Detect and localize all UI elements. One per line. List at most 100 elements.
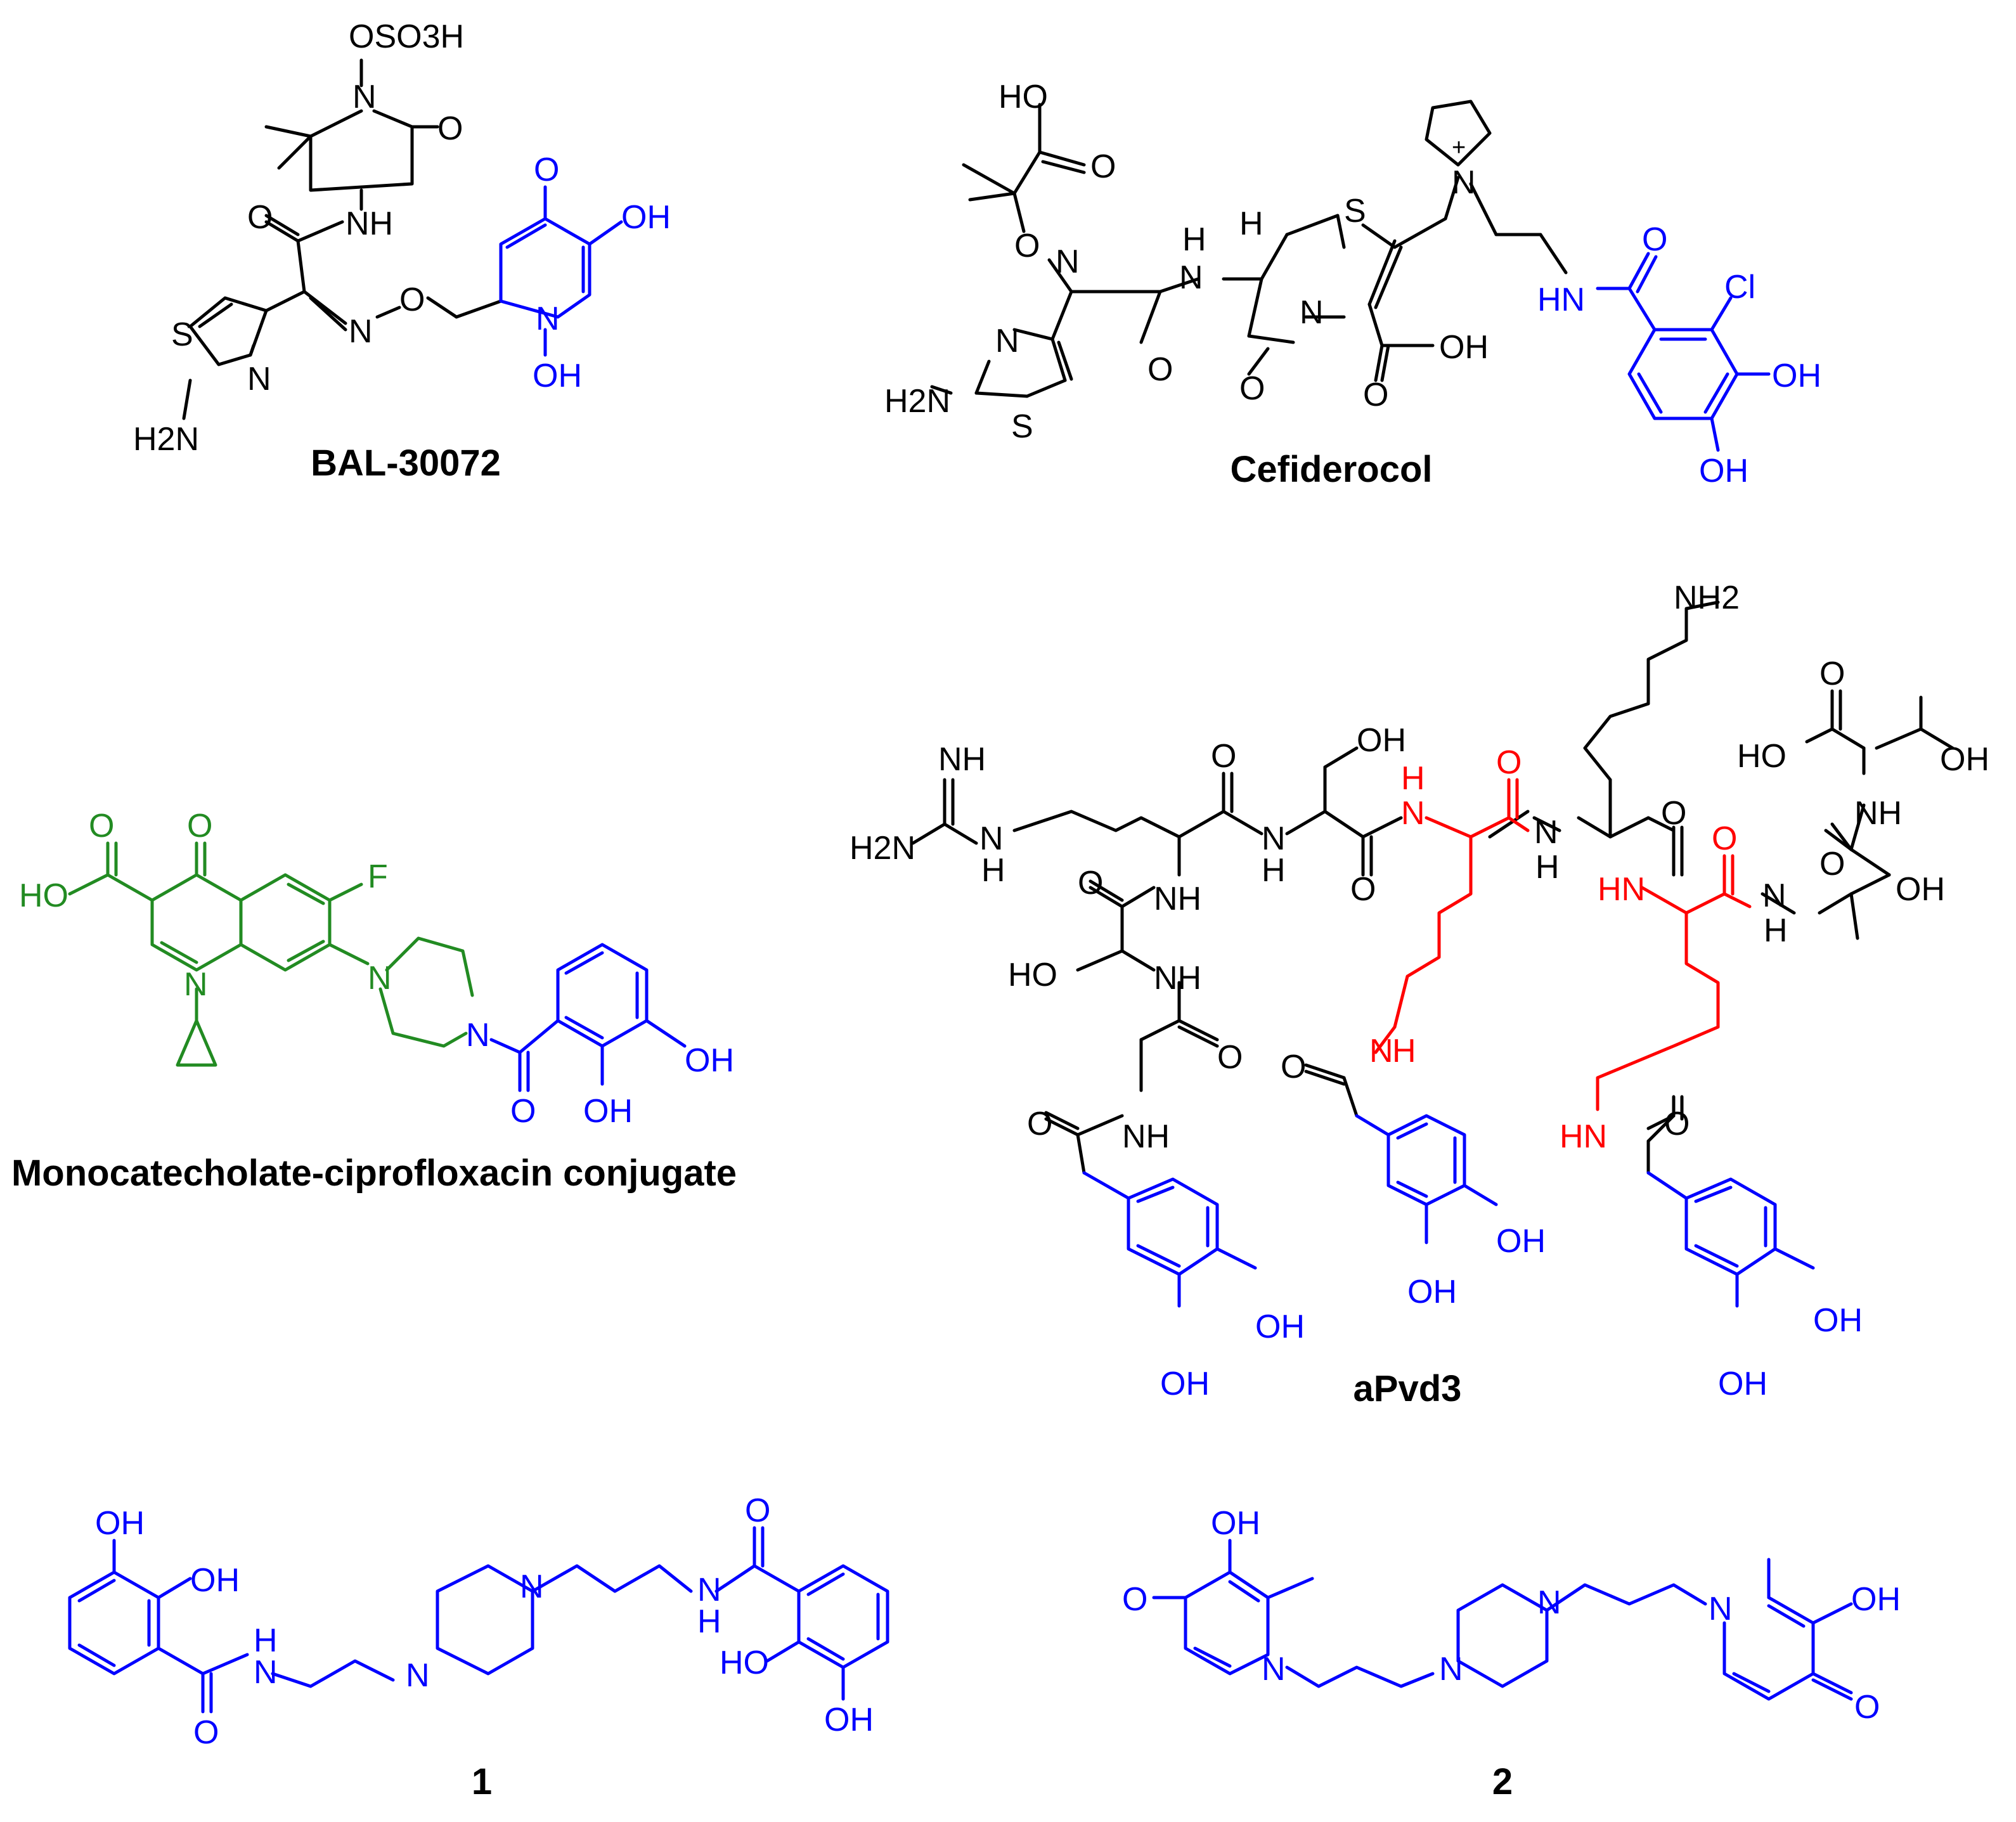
atom-label: N <box>254 1654 278 1691</box>
atom-label: H <box>1239 205 1263 242</box>
atom-label: H <box>1392 1033 1416 1069</box>
atom-label: N <box>1369 1033 1393 1069</box>
atom-label: N <box>697 1572 721 1608</box>
atom-label: NH <box>346 205 393 242</box>
atom-label: N <box>349 313 373 350</box>
compound-1-atoms: OH OH H N O N N N H O HO OH <box>95 1492 874 1751</box>
atom-label: NH <box>1154 881 1201 917</box>
atom-label: NH <box>1122 1118 1170 1155</box>
atom-label: N <box>352 79 377 115</box>
atom-label: H <box>1262 852 1286 889</box>
compound-1: OH OH H N O N N N H O HO OH 1 <box>68 1492 889 1802</box>
atom-label: N <box>1452 164 1476 201</box>
atom-label: N <box>1762 877 1787 914</box>
atom-label: O <box>399 281 425 318</box>
atom-label: H2N <box>850 830 915 867</box>
atom-label: N <box>1439 1651 1463 1688</box>
atom-label: O <box>1211 738 1236 775</box>
apvd3-atoms: NH2 NH H2N N H O OH N H O H N O N H O O … <box>850 579 1989 1402</box>
atom-label: OH <box>685 1042 734 1079</box>
atom-label: S <box>1011 408 1033 445</box>
compound-name: Monocatecholate-ciprofloxacin conjugate <box>11 1153 737 1194</box>
atom-label: O <box>1712 820 1737 857</box>
atom-label: O <box>1819 846 1845 882</box>
atom-label: N <box>466 1017 490 1054</box>
compound-name: 2 <box>1492 1761 1513 1802</box>
atom-label: HN <box>1560 1118 1607 1155</box>
compound-ciprofloxacin-conjugate: O O HO F N N N O OH OH Monocatecholate-c… <box>11 808 737 1194</box>
atom-label: OH <box>1211 1505 1260 1542</box>
atom-label: HN <box>1598 871 1645 908</box>
bal-atoms: OSO3H N O NH O S N H2N N O O OH N OH <box>133 18 671 458</box>
atom-label: O <box>1147 351 1173 388</box>
atom-label: N <box>1300 294 1324 331</box>
atom-label: NH2 <box>1674 579 1740 616</box>
atom-label: O <box>534 152 559 188</box>
atom-label: O <box>1014 228 1040 264</box>
atom-label: NH <box>1854 795 1902 832</box>
atom-label: N <box>536 300 560 337</box>
atom-label: O <box>1363 377 1388 413</box>
atom-label: H2N <box>884 383 950 420</box>
atom-label: OH <box>583 1093 633 1130</box>
atom-label: HO <box>998 79 1048 115</box>
atom-label: H <box>1182 221 1206 258</box>
compound-name: Cefiderocol <box>1230 449 1432 490</box>
atom-label: S <box>1344 193 1366 229</box>
atom-label: OH <box>1407 1274 1457 1310</box>
atom-label: OH <box>1718 1366 1767 1402</box>
atom-label: OH <box>824 1702 874 1738</box>
cipro-atoms: O O HO F N N N O OH OH <box>19 808 734 1130</box>
atom-label: N <box>184 966 208 1003</box>
atom-label: O <box>745 1492 770 1529</box>
atom-label: N <box>1537 1584 1561 1621</box>
atom-label: OH <box>533 358 582 394</box>
atom-label: N <box>995 323 1019 359</box>
atom-label: O <box>1239 370 1265 407</box>
atom-label: N <box>1534 814 1558 851</box>
atom-label: N <box>368 960 392 997</box>
atom-label: OSO3H <box>349 18 464 55</box>
atom-label: HN <box>1537 281 1585 318</box>
compound-name: 1 <box>472 1761 492 1802</box>
atom-label: O <box>1496 744 1522 781</box>
atom-label: OH <box>1160 1366 1210 1402</box>
cefiderocol-atoms: HO O O N N H2N S H N O H S N O OH O N + … <box>884 79 1821 489</box>
atom-label: NH <box>1154 960 1201 997</box>
atom-label: H <box>1401 760 1425 797</box>
compound-2-atoms: OH O N N N N OH O <box>1122 1505 1901 1726</box>
atom-label: N <box>406 1657 430 1694</box>
atom-label: H <box>981 852 1005 889</box>
atom-label: N <box>979 820 1004 857</box>
compound-cefiderocol: HO O O N N H2N S H N O H S N O OH O N + … <box>884 79 1821 490</box>
atom-label: S <box>171 316 193 353</box>
atom-label: O <box>1642 221 1667 258</box>
atom-label: O <box>187 808 212 844</box>
compound-bal-30072: OSO3H N O NH O S N H2N N O O OH N OH BAL… <box>133 18 671 484</box>
atom-label: O <box>1078 865 1103 901</box>
atom-label: O <box>1090 148 1116 185</box>
atom-label: O <box>1819 656 1845 692</box>
atom-label: OH <box>95 1505 145 1542</box>
atom-label: F <box>368 858 388 895</box>
atom-label: H <box>254 1622 278 1659</box>
atom-label: OH <box>1496 1223 1546 1260</box>
atom-label: OH <box>1896 871 1945 908</box>
atom-label: O <box>1217 1039 1243 1076</box>
atom-label: OH <box>1439 329 1489 366</box>
atom-label: H <box>1764 912 1788 949</box>
atom-label: N <box>1262 1651 1286 1688</box>
atom-label: N <box>1709 1591 1733 1627</box>
compound-name: BAL-30072 <box>311 443 501 484</box>
atom-label: HO <box>1737 738 1787 775</box>
atom-label: OH <box>1813 1302 1863 1339</box>
atom-label: H <box>697 1603 721 1640</box>
atom-label: N <box>520 1568 544 1605</box>
atom-label: N <box>1179 259 1203 296</box>
compound-name: aPvd3 <box>1354 1368 1462 1409</box>
atom-label: H <box>1535 849 1560 886</box>
atom-label: H2N <box>133 421 199 458</box>
atom-label: O <box>437 110 463 147</box>
atom-label: O <box>510 1093 536 1130</box>
